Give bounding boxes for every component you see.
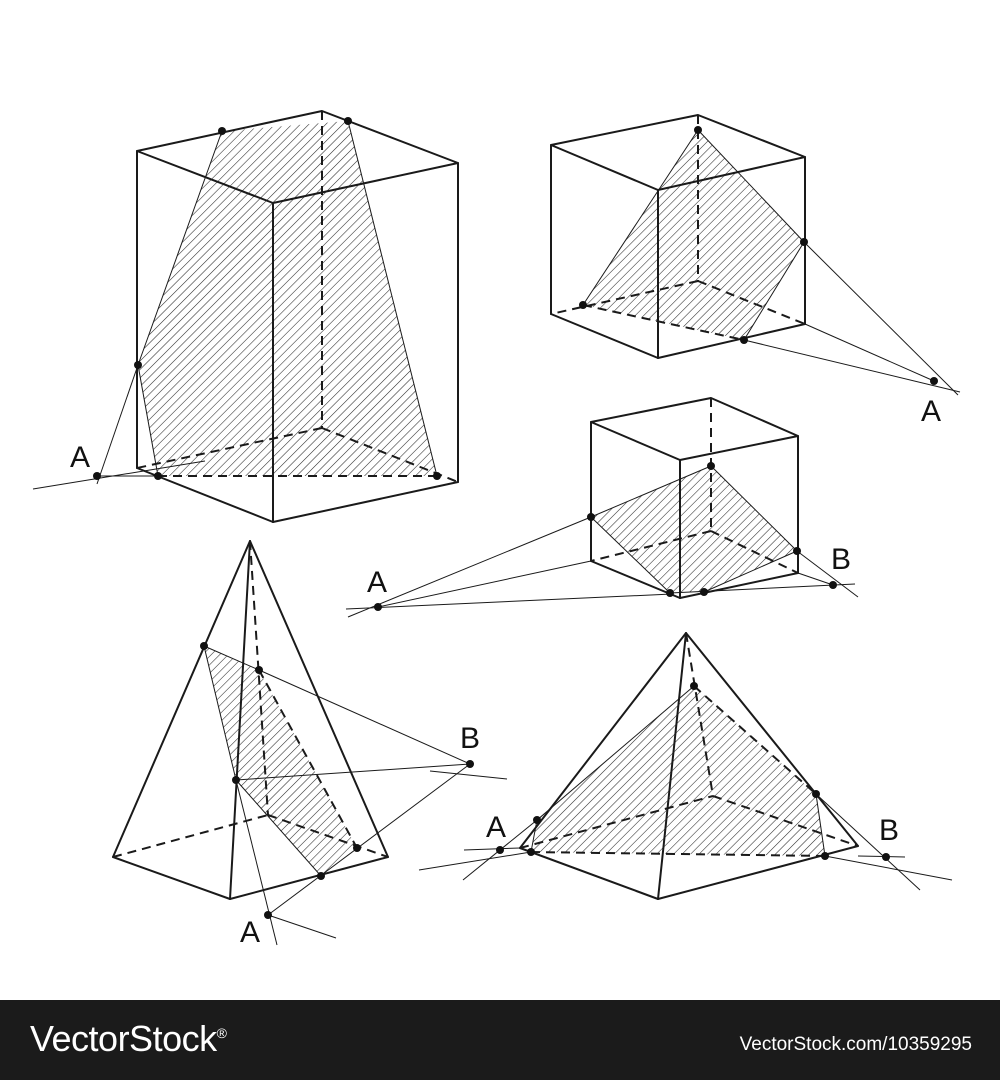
section-plane-5 [531,686,825,856]
figure-pyramid-left: A B [112,540,508,949]
label-a-fig1: A [70,441,90,474]
point-a-fig4 [264,911,272,919]
registered-mark: ® [216,1025,227,1041]
point-a-fig3 [374,603,382,611]
label-b-fig5: B [879,814,899,847]
point-a-fig1 [93,472,101,480]
label-b-fig4: B [460,722,480,755]
figure-prism-tall: A [32,110,459,523]
label-a-fig2: A [921,395,941,428]
point-a-fig5 [496,846,504,854]
point-b-fig3 [829,581,837,589]
watermark-footer: VectorStock® VectorStock.com/10359295 [0,1000,1000,1080]
section-plane-3 [591,466,797,593]
label-a-fig3: A [367,566,387,599]
image-url: VectorStock.com/10359295 [739,1034,972,1055]
label-a-fig5: A [486,811,506,844]
point-b-fig5 [882,853,890,861]
brand-name: VectorStock [30,1018,217,1059]
label-b-fig3: B [831,543,851,576]
brand-logo: VectorStock® [30,1018,227,1060]
figure-cube-top: A [550,114,961,428]
section-plane-1 [138,121,437,476]
figure-pyramid-right: A B [418,632,953,900]
label-a-fig4: A [240,916,260,949]
point-b-fig4 [466,760,474,768]
figure-cube-middle: A B [345,397,859,618]
section-plane-2 [583,130,804,340]
section-plane-4 [204,646,357,876]
geometry-sections-diagram: A A [32,110,961,949]
point-a-fig2 [930,377,938,385]
